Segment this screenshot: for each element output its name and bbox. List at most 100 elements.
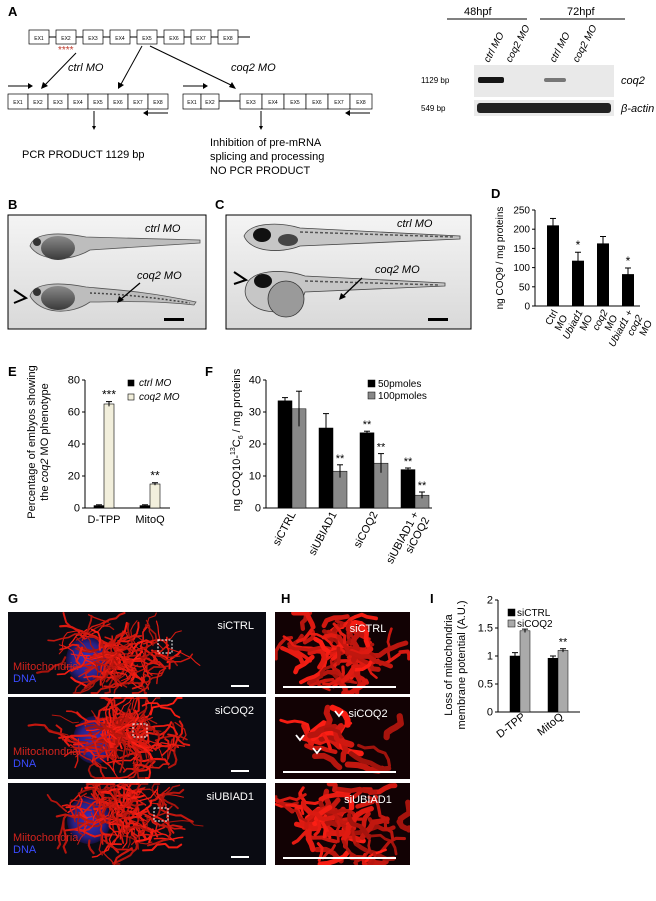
mitochondria-signal xyxy=(317,648,327,670)
mitochondria-signal xyxy=(117,630,124,644)
legend-label: coq2 MO xyxy=(139,392,180,403)
mitochondria-signal xyxy=(128,762,138,779)
mitochondria-signal xyxy=(103,669,137,689)
mitochondria-signal xyxy=(104,671,124,694)
mitochondria-signal xyxy=(333,788,355,811)
exon-label: EX6 xyxy=(169,36,179,42)
exon-label: EX7 xyxy=(334,100,344,106)
y-tick-label: 0 xyxy=(255,503,261,515)
exon-box xyxy=(190,29,212,45)
mitochondria-signal xyxy=(126,656,164,667)
mitochondria-signal xyxy=(161,736,175,756)
mitochondria-signal xyxy=(167,738,174,760)
mitochondria-signal xyxy=(76,711,101,726)
morpholino-target-marks: **** xyxy=(58,45,74,56)
mitochondria-signal xyxy=(379,836,406,854)
mitochondria-signal xyxy=(321,614,350,629)
bar xyxy=(519,630,531,713)
arrowhead-marker xyxy=(295,734,305,742)
zoom-box xyxy=(153,807,169,822)
mitochondria-signal xyxy=(357,743,392,768)
mitochondria-signal xyxy=(145,806,175,834)
mitochondria-signal xyxy=(156,802,194,823)
mitochondria-signal xyxy=(93,653,119,659)
mitochondria-signal xyxy=(118,786,128,818)
mitochondria-signal xyxy=(129,783,141,797)
x-tick-label: D-TPP xyxy=(494,711,527,741)
mitochondria-signal xyxy=(106,708,117,740)
mitochondria-signal xyxy=(131,815,148,846)
mitochondria-signal xyxy=(308,677,335,687)
mitochondria-signal xyxy=(130,620,138,645)
mitochondria-signal xyxy=(332,622,347,645)
legend-swatch xyxy=(507,619,516,628)
mitochondria-signal xyxy=(75,738,80,758)
zoom-box xyxy=(157,639,173,654)
mitochondria-signal xyxy=(158,820,204,828)
exon-label: EX4 xyxy=(268,100,278,106)
panel-c: C ctrl MO coq2 MO xyxy=(215,197,472,330)
exon-label: EX2 xyxy=(33,100,43,106)
y-tick-label: 10 xyxy=(249,471,261,483)
mitochondria-signal xyxy=(324,727,343,739)
mitochondria-signal xyxy=(131,676,145,690)
mitochondria-signal xyxy=(313,819,322,837)
mitochondria-signal xyxy=(348,751,392,772)
b-coq2-label: coq2 MO xyxy=(137,270,182,282)
sig-mark: ** xyxy=(363,419,372,431)
mitochondria-signal xyxy=(124,825,151,834)
mitochondria-signal xyxy=(167,733,191,747)
mitochondria-signal xyxy=(99,721,126,738)
mitochondria-signal xyxy=(64,821,98,832)
b-ctrl-label: ctrl MO xyxy=(145,223,181,235)
b-scale-bar xyxy=(164,318,184,321)
bar xyxy=(103,403,115,509)
scale-bar xyxy=(231,770,249,772)
y-tick-label: 50 xyxy=(519,282,531,293)
micrograph-h-2: siCOQ2 xyxy=(275,697,410,779)
mitochondria-signal xyxy=(280,645,305,665)
mitochondria-signal xyxy=(101,838,134,851)
mitochondria-signal xyxy=(58,735,81,744)
mitochondria-signal xyxy=(91,833,113,858)
mitochondria-signal xyxy=(75,646,84,666)
b-arrow-tail xyxy=(119,282,141,301)
y-axis-label: Loss of mitochondriamembrane potential (… xyxy=(443,601,468,730)
g-label: siCTRL xyxy=(217,620,254,632)
mitochondria-signal xyxy=(345,619,371,648)
mitochondria-signal xyxy=(335,679,349,694)
sig-mark: ** xyxy=(336,453,345,465)
b-arrowhead-head xyxy=(13,289,29,304)
mitochondria-signal xyxy=(125,787,145,795)
mitochondria-signal xyxy=(113,716,139,735)
exon-label: EX2 xyxy=(61,36,71,42)
exon-label: EX7 xyxy=(196,36,206,42)
exon-label: EX6 xyxy=(113,100,123,106)
panel-label-b: B xyxy=(8,197,17,212)
mitochondria-signal xyxy=(306,669,343,685)
mitochondria-signal xyxy=(75,636,88,650)
y-tick-label: 60 xyxy=(68,407,80,419)
mitochondria-signal xyxy=(316,679,331,692)
micrograph-h-1: siCTRL xyxy=(275,612,410,694)
mitochondria-signal xyxy=(90,793,110,807)
mitochondria-signal xyxy=(108,791,117,811)
bar xyxy=(359,432,375,509)
mitochondria-signal xyxy=(63,734,97,747)
legend-label: 100pmoles xyxy=(378,391,427,402)
mito-label: Miitochondria xyxy=(13,661,79,673)
exon-label: EX5 xyxy=(290,100,300,106)
mitochondria-signal xyxy=(103,648,127,655)
larva-coq2-c xyxy=(244,271,446,318)
panel-label-a: A xyxy=(8,4,18,19)
y-tick-label: 200 xyxy=(513,225,530,236)
y-tick-label: 1.5 xyxy=(478,623,493,635)
panel-b: B ctrl MO coq2 MO xyxy=(7,197,207,330)
